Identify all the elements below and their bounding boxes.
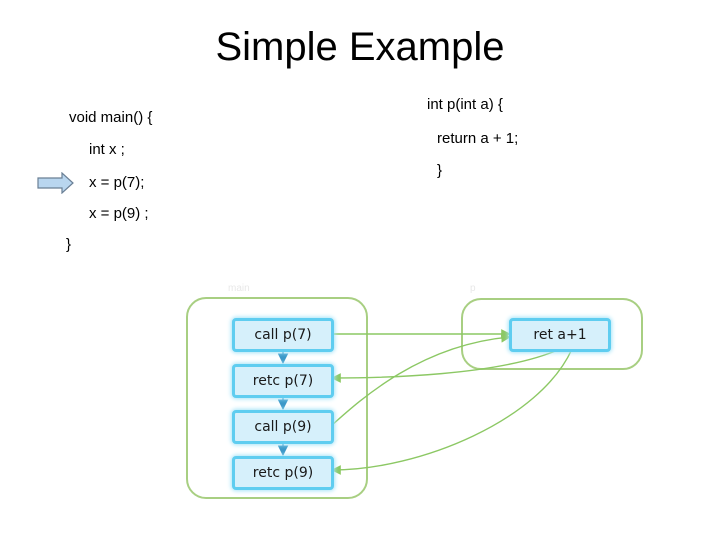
p-code-line-1: int p(int a) {: [427, 96, 503, 113]
main-code-line-5: }: [66, 236, 72, 253]
node-call-p9: call p(9): [232, 410, 334, 444]
node-retc-p7: retc p(7): [232, 364, 334, 398]
main-group-box: [186, 297, 368, 499]
edge-ret-to-retc7: [331, 348, 561, 383]
edge-call9-to-ret: [330, 332, 511, 427]
main-code-line-1: void main() {: [69, 109, 153, 126]
node-call-p7: call p(7): [232, 318, 334, 352]
p-code-line-3: }: [437, 162, 443, 179]
slide-title: Simple Example: [215, 25, 505, 69]
edge-ret-to-retc9: [331, 348, 573, 475]
node-retc-p9: retc p(9): [232, 456, 334, 490]
p-group-label: p: [470, 283, 476, 294]
right-arrow-icon: [37, 172, 74, 194]
node-ret-a-plus-1: ret a+1: [509, 318, 611, 352]
p-code-line-2: return a + 1;: [437, 130, 519, 147]
main-code-line-3: x = p(7);: [89, 174, 145, 191]
main-code-line-4: x = p(9) ;: [89, 205, 149, 222]
main-code-line-2: int x ;: [89, 141, 125, 158]
main-group-label: main: [228, 283, 250, 294]
